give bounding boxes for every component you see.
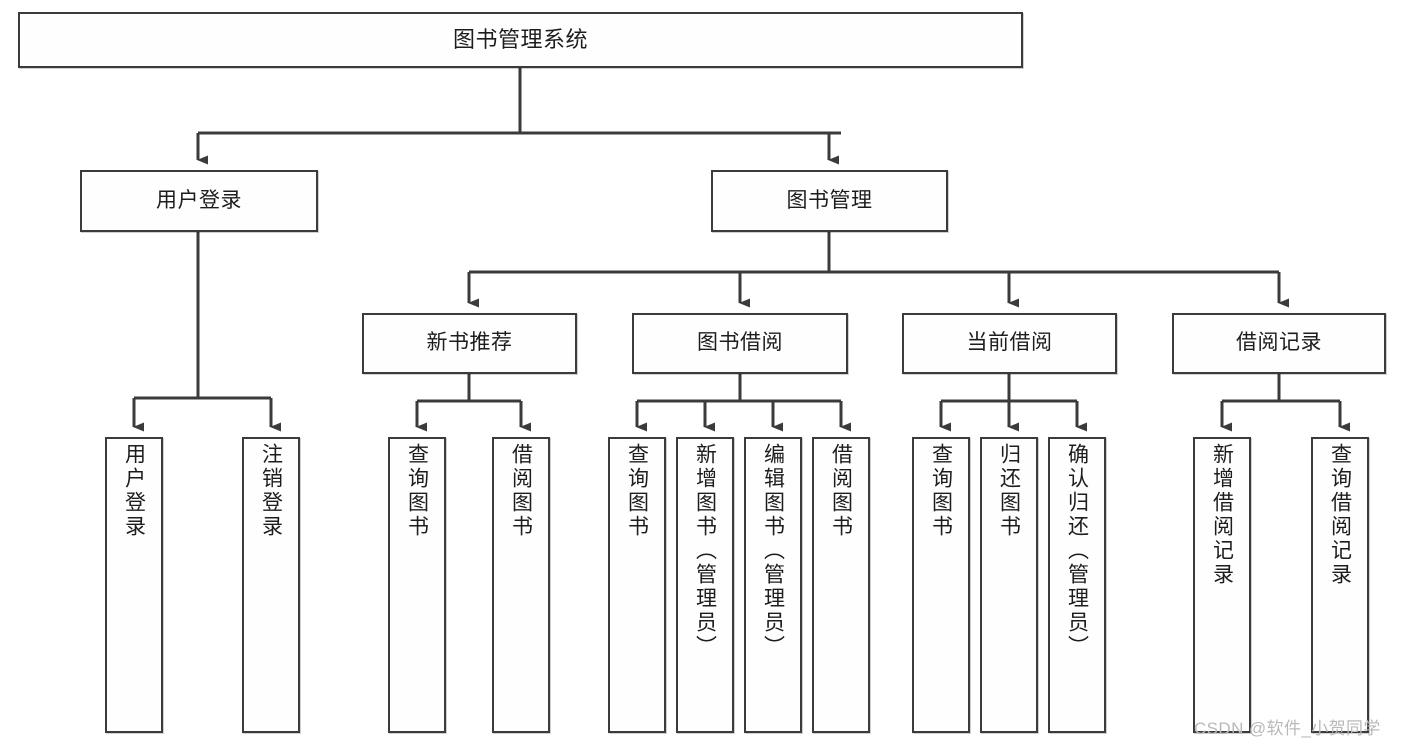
node-leaf-label: 编辑图书（管理员） (761, 443, 785, 659)
node-leaf-label: 借阅图书 (829, 443, 853, 539)
node-current-borrow[interactable]: 当前借阅 (902, 313, 1117, 374)
node-new-book-recommend-label: 新书推荐 (426, 331, 513, 355)
node-leaf-borrow-record-add[interactable]: 新增借阅记录 (1193, 437, 1251, 733)
node-leaf-new-book-borrow[interactable]: 借阅图书 (492, 437, 550, 733)
node-leaf-label: 查询图书 (405, 443, 429, 539)
node-borrow-record[interactable]: 借阅记录 (1172, 313, 1386, 374)
node-leaf-label: 注销登录 (259, 443, 283, 539)
node-leaf-borrow-record-query[interactable]: 查询借阅记录 (1311, 437, 1369, 733)
node-leaf-current-borrow-return[interactable]: 归还图书 (980, 437, 1038, 733)
node-leaf-label: 确认归还（管理员） (1065, 443, 1089, 659)
node-leaf-current-borrow-query[interactable]: 查询图书 (912, 437, 970, 733)
node-leaf-book-borrow-query[interactable]: 查询图书 (608, 437, 666, 733)
node-book-borrow[interactable]: 图书借阅 (632, 313, 848, 374)
node-leaf-label: 查询借阅记录 (1328, 443, 1352, 587)
node-leaf-label: 归还图书 (997, 443, 1021, 539)
node-borrow-record-label: 借阅记录 (1236, 331, 1322, 355)
node-root-label: 图书管理系统 (452, 27, 588, 53)
node-book-manage-label: 图书管理 (786, 188, 873, 212)
node-user-login-label: 用户登录 (156, 188, 242, 212)
node-leaf-new-book-query[interactable]: 查询图书 (388, 437, 446, 733)
node-leaf-book-borrow-borrow[interactable]: 借阅图书 (812, 437, 870, 733)
node-root[interactable]: 图书管理系统 (18, 12, 1023, 68)
node-current-borrow-label: 当前借阅 (966, 331, 1053, 355)
watermark-csdn: CSDN @软件_小贺同学 (1194, 719, 1381, 738)
node-leaf-label: 新增图书（管理员） (693, 443, 717, 659)
node-book-borrow-label: 图书借阅 (697, 331, 783, 355)
node-leaf-label: 用户登录 (122, 443, 146, 539)
node-leaf-label: 查询图书 (929, 443, 953, 539)
node-leaf-book-borrow-add[interactable]: 新增图书（管理员） (676, 437, 734, 733)
node-leaf-label: 借阅图书 (509, 443, 533, 539)
node-leaf-user-login-logout[interactable]: 注销登录 (242, 437, 300, 733)
node-leaf-book-borrow-edit[interactable]: 编辑图书（管理员） (744, 437, 802, 733)
node-new-book-recommend[interactable]: 新书推荐 (362, 313, 577, 374)
node-user-login[interactable]: 用户登录 (80, 170, 318, 232)
node-leaf-label: 查询图书 (625, 443, 649, 539)
node-book-manage[interactable]: 图书管理 (711, 170, 948, 232)
node-leaf-user-login-login[interactable]: 用户登录 (105, 437, 163, 733)
node-leaf-label: 新增借阅记录 (1210, 443, 1234, 587)
node-leaf-current-borrow-confirm[interactable]: 确认归还（管理员） (1048, 437, 1106, 733)
